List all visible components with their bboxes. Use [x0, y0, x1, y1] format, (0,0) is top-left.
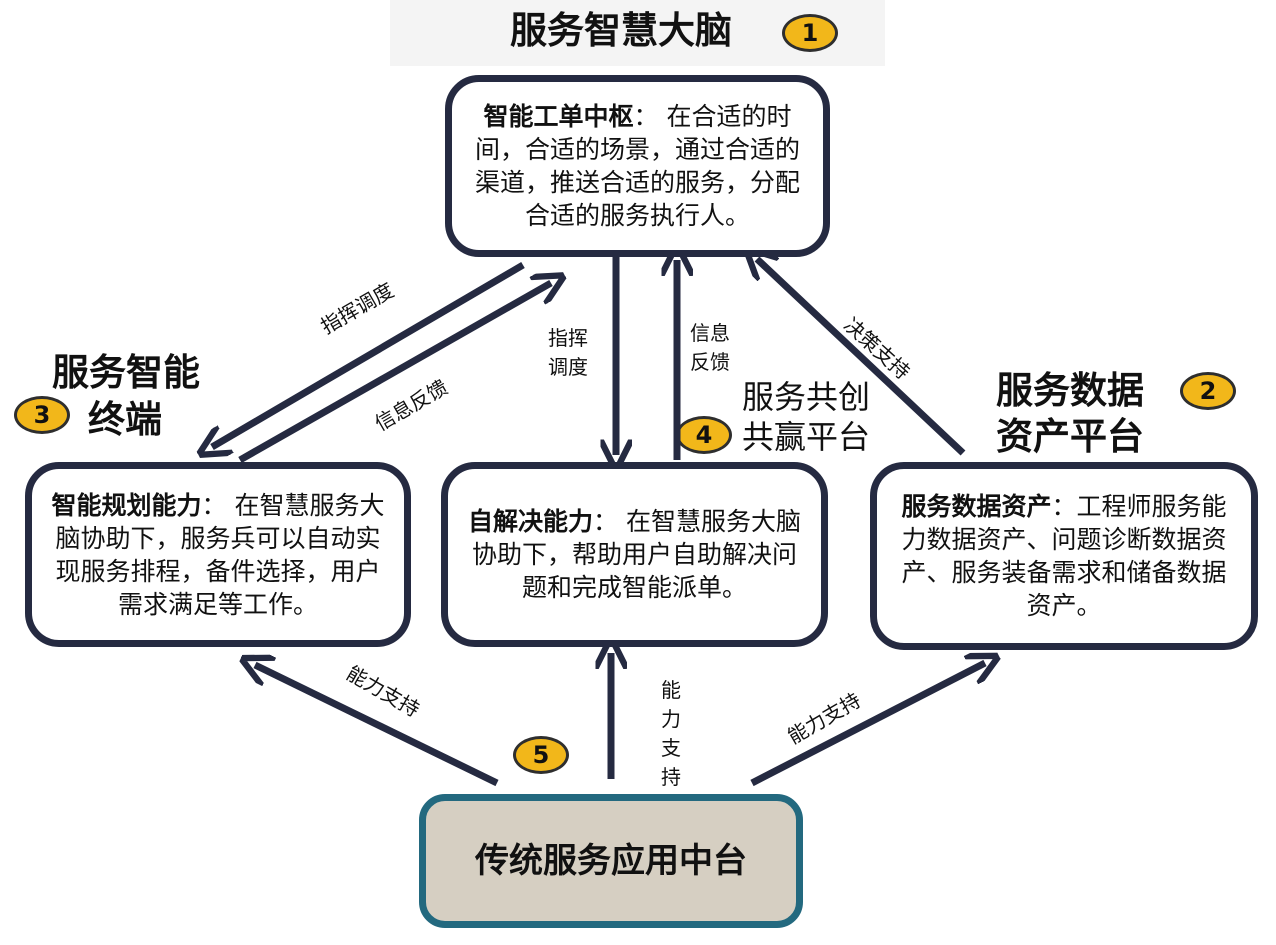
selfsolve-box: 自解决能力： 在智慧服务大脑协助下，帮助用户自助解决问题和完成智能派单。	[441, 462, 828, 647]
badge-5: 5	[513, 736, 569, 774]
data-platform-heading-line2: 资产平台	[996, 415, 1144, 458]
cocreate-heading-line1: 服务共创	[742, 378, 871, 416]
dataasset-box: 服务数据资产：工程师服务能力数据资产、问题诊断数据资产、服务装备需求和储备数据资…	[870, 462, 1258, 650]
label-support-center: 能力支持	[661, 678, 681, 789]
arrow-support-to-planning	[255, 665, 499, 787]
terminal-heading-line1: 服务智能	[52, 351, 200, 394]
workorder-hub-text: ： 在合适的时间，合适的场景，通过合适的渠道，推送合适的服务，分配合适的服务执行…	[474, 102, 800, 230]
cocreate-heading-line2: 共赢平台	[742, 418, 871, 456]
diagram-title: 服务智慧大脑	[510, 9, 732, 52]
badge-1: 1	[782, 14, 838, 52]
selfsolve-title: 自解决能力	[468, 507, 594, 536]
arrow-feedback-to-workorder	[238, 283, 551, 464]
arrow-support-to-dataasset	[750, 663, 985, 787]
workorder-hub-box: 智能工单中枢： 在合适的时间，合适的场景，通过合适的渠道，推送合适的服务，分配合…	[445, 75, 830, 257]
terminal-heading-line2: 终端	[88, 398, 162, 441]
arrow-dispatch-to-planning	[212, 261, 525, 447]
planning-title: 智能规划能力	[51, 490, 202, 520]
badge-4: 4	[676, 416, 732, 454]
dataasset-title: 服务数据资产	[901, 492, 1052, 521]
planning-text: ： 在智慧服务大脑协助下，服务兵可以自动实现服务排程，备件选择，用户需求满足等工…	[55, 490, 385, 619]
label-feedback-vertical-1: 信息	[690, 321, 730, 345]
label-dispatch-vertical-2: 调度	[548, 355, 588, 379]
platform-title: 传统服务应用中台	[475, 840, 747, 881]
label-dispatch-vertical-1: 指挥	[548, 326, 588, 350]
workorder-hub-title: 智能工单中枢	[483, 102, 634, 131]
arrow-decision-to-workorder	[757, 259, 966, 456]
planning-box: 智能规划能力： 在智慧服务大脑协助下，服务兵可以自动实现服务排程，备件选择，用户…	[25, 462, 411, 647]
badge-2: 2	[1180, 372, 1236, 410]
selfsolve-text: ： 在智慧服务大脑协助下，帮助用户自助解决问题和完成智能派单。	[471, 507, 801, 602]
dataasset-text: ：工程师服务能力数据资产、问题诊断数据资产、服务装备需求和储备数据资产。	[901, 492, 1227, 620]
data-platform-heading-line1: 服务数据	[996, 369, 1144, 412]
label-feedback-vertical-2: 反馈	[690, 350, 730, 374]
badge-3: 3	[14, 396, 70, 434]
platform-box: 传统服务应用中台	[419, 794, 803, 928]
